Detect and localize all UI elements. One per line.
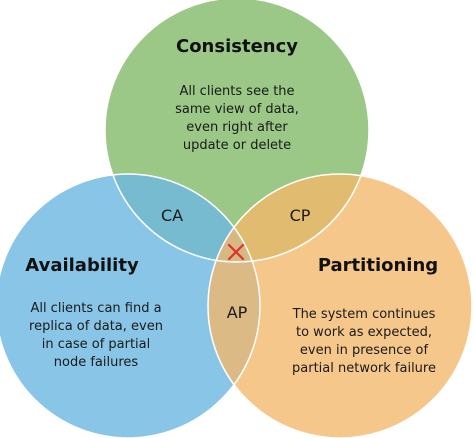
availability-title: Availability bbox=[25, 255, 139, 276]
consistency-title: Consistency bbox=[176, 36, 298, 57]
consistency-desc-line-3: even right after bbox=[186, 120, 288, 135]
partitioning-circle bbox=[208, 174, 472, 438]
x-mark-stroke-2 bbox=[227, 243, 245, 261]
partitioning-outline bbox=[207, 173, 473, 438]
availability-desc-line-4: node failures bbox=[54, 355, 139, 370]
availability-desc-line-2: replica of data, even bbox=[29, 319, 163, 334]
availability-outline bbox=[0, 173, 261, 438]
overlap-label-cp: CP bbox=[290, 206, 311, 225]
consistency-desc-line-1: All clients see the bbox=[179, 84, 294, 99]
partitioning-title: Partitioning bbox=[318, 255, 438, 276]
consistency-desc-line-4: update or delete bbox=[183, 138, 291, 153]
partitioning-desc-line-3: even in presence of bbox=[300, 343, 429, 358]
partitioning-desc-line-1: The system continues bbox=[292, 307, 436, 322]
availability-desc-line-3: in case of partial bbox=[42, 337, 151, 352]
partitioning-desc-line-2: to work as expected, bbox=[296, 325, 432, 340]
consistency-outline bbox=[104, 0, 370, 263]
x-mark-icon bbox=[227, 243, 245, 261]
overlap-label-ap: AP bbox=[227, 303, 248, 322]
partitioning-desc-line-4: partial network failure bbox=[292, 361, 436, 376]
availability-desc-line-1: All clients can find a bbox=[30, 301, 161, 316]
availability-circle bbox=[0, 174, 260, 438]
overlap-label-ca: CA bbox=[161, 206, 183, 225]
consistency-desc-line-2: same view of data, bbox=[175, 102, 299, 117]
